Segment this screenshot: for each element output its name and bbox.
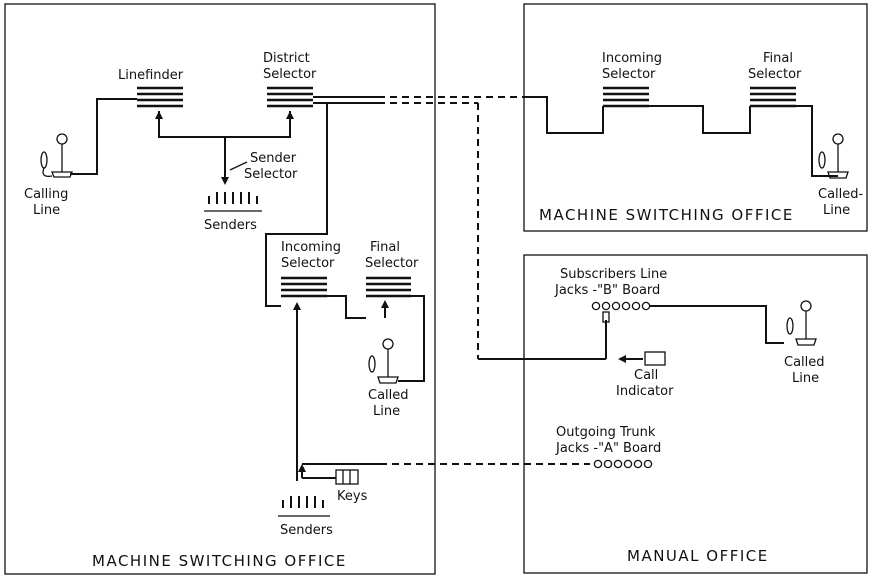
machine-office-right-title: MACHINE SWITCHING OFFICE bbox=[539, 206, 794, 224]
manual-office-box bbox=[523, 254, 868, 574]
called-line-right-label-1: Called- bbox=[818, 187, 864, 202]
sender-selector-label-1: Sender bbox=[250, 151, 297, 166]
calling-line-wire bbox=[70, 98, 137, 175]
keys-icon bbox=[335, 469, 359, 485]
machine-office-left-box bbox=[4, 3, 436, 575]
final-selector-left-switch bbox=[366, 276, 411, 298]
district-to-incoming-wire bbox=[265, 102, 328, 307]
senders-bottom-label: Senders bbox=[280, 523, 333, 538]
senders-top-bank bbox=[208, 192, 258, 204]
outgoing-jacks-label-1: Outgoing Trunk bbox=[556, 425, 656, 440]
manual-office-title: MANUAL OFFICE bbox=[627, 547, 769, 565]
right-incoming-wire-a bbox=[528, 96, 604, 134]
call-indicator-label-1: Call bbox=[634, 368, 658, 383]
final-to-called-line-wire bbox=[398, 295, 425, 382]
incoming-selector-right-label-2: Selector bbox=[602, 67, 656, 82]
subscribers-jacks-label-1: Subscribers Line bbox=[560, 267, 667, 282]
called-line-manual-label-1: Called bbox=[784, 355, 825, 370]
keys-label: Keys bbox=[337, 489, 368, 504]
incoming-selector-left-switch bbox=[281, 276, 327, 298]
final-selector-left-label-1: Final bbox=[370, 240, 400, 255]
called-line-left-label-2: Line bbox=[373, 404, 400, 419]
sender-selector-label-2: Selector bbox=[244, 167, 298, 182]
final-selector-right-label-2: Selector bbox=[748, 67, 802, 82]
final-to-called-right-wire bbox=[796, 105, 838, 177]
called-line-left-label-1: Called bbox=[368, 388, 409, 403]
incoming-selector-right-switch bbox=[603, 86, 649, 108]
called-phone-left-icon bbox=[368, 338, 399, 384]
called-line-right-label-2: Line bbox=[823, 203, 850, 218]
outgoing-jacks-label-2: Jacks -"A" Board bbox=[555, 441, 661, 456]
called-phone-manual-icon bbox=[786, 300, 817, 346]
final-selector-left-label-2: Selector bbox=[365, 256, 419, 271]
incoming-to-final-right-wire bbox=[649, 105, 751, 134]
incoming-selector-left-label-2: Selector bbox=[281, 256, 335, 271]
machine-office-right-box bbox=[523, 3, 868, 232]
call-indicator-label-2: Indicator bbox=[616, 384, 674, 399]
senders-top-label: Senders bbox=[204, 218, 257, 233]
district-selector-label-1: District bbox=[263, 51, 310, 66]
final-selector-right-switch bbox=[750, 86, 796, 108]
incoming-to-final-wire bbox=[327, 295, 366, 319]
incoming-selector-right-label-1: Incoming bbox=[602, 51, 662, 66]
district-selector-switch bbox=[267, 86, 313, 108]
called-phone-right-icon bbox=[818, 133, 849, 179]
calling-line-label-1: Calling bbox=[24, 187, 68, 202]
a-board-jacks bbox=[593, 459, 653, 469]
district-selector-label-2: Selector bbox=[263, 67, 317, 82]
b-board-to-called-line-wire bbox=[650, 305, 784, 344]
calling-phone-icon bbox=[40, 133, 73, 178]
final-selector-right-label-1: Final bbox=[763, 51, 793, 66]
machine-office-left-title: MACHINE SWITCHING OFFICE bbox=[92, 552, 347, 570]
subscribers-jacks-label-2: Jacks -"B" Board bbox=[554, 283, 660, 298]
b-board-jacks bbox=[591, 301, 651, 311]
sender-selector-pointer bbox=[229, 161, 248, 171]
sender-selector-bus bbox=[158, 111, 291, 138]
call-indicator-lamp bbox=[644, 351, 666, 366]
senders-bottom-bank bbox=[282, 496, 324, 508]
trunk-plug-icon bbox=[602, 311, 610, 323]
called-line-manual-label-2: Line bbox=[792, 371, 819, 386]
linefinder-switch bbox=[137, 86, 183, 108]
incoming-selector-left-label-1: Incoming bbox=[281, 240, 341, 255]
linefinder-label: Linefinder bbox=[118, 68, 184, 83]
calling-line-label-2: Line bbox=[33, 203, 60, 218]
